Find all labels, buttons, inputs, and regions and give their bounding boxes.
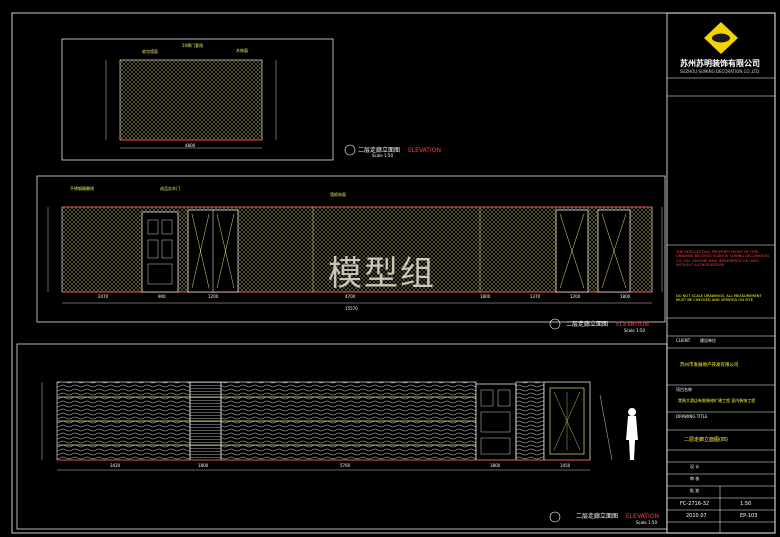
bottom-dim: 3420 — [110, 463, 121, 468]
top-dim-total: 4800 — [185, 143, 196, 148]
annotation-label: 10厚门套线 — [182, 43, 204, 48]
bottom-dim: 5760 — [340, 463, 351, 468]
scale-note: DO NOT SCALE DRAWINGS. ALL MEASUREMENT M… — [676, 294, 762, 303]
annotation-label: 不锈钢踢脚线 — [70, 186, 94, 191]
middle-dim: 1200 — [208, 294, 219, 299]
project-label: 项目名称 — [676, 387, 692, 392]
client-label: CLIENT — [676, 338, 691, 343]
top-view-scale: Scale 1:50 — [372, 153, 394, 158]
drawing-title-label: DRAWING TITLE — [676, 414, 708, 419]
company-name: 苏州苏明装饰有限公司 — [680, 59, 760, 68]
watermark: 模型组 — [328, 254, 436, 294]
design-label: 设 计 — [690, 464, 700, 469]
scale-value: 1:50 — [740, 501, 752, 507]
middle-dim: 1800 — [620, 294, 631, 299]
middle-dim: 4700 — [345, 294, 356, 299]
bottom-view-scale: Scale 1:50 — [636, 520, 658, 525]
annotation-label: 软包墙面 — [142, 49, 158, 54]
company-name-en: SUZHOU SUMING DECORATION CO.,LTD — [680, 69, 760, 74]
fc-number: FC-2716-32 — [680, 501, 710, 507]
middle-dim-total: 15570 — [345, 306, 358, 311]
middle-dim: 1800 — [480, 294, 491, 299]
project-value: 常熟大酒店有限装修扩建工程 室内装饰工程 — [678, 398, 756, 403]
drawing-title-value: 二层走廊立面图(四) — [684, 437, 728, 443]
middle-dim: 2470 — [98, 294, 109, 299]
client-cn: 建设单位 — [700, 338, 716, 343]
bottom-dim: 1800 — [198, 463, 209, 468]
annotation-label: 成品实木门 — [160, 186, 180, 191]
middle-view-scale: Scale 1:50 — [624, 328, 646, 333]
date-value: 2010.07 — [686, 513, 707, 519]
check-label: 审 核 — [690, 476, 700, 481]
drawing-number: EP-103 — [740, 513, 758, 519]
annotation-label: 墙纸饰面 — [330, 192, 346, 197]
approved-label: 批 准 — [690, 488, 700, 493]
bottom-dim: 1800 — [490, 463, 501, 468]
bottom-dim: 1450 — [560, 463, 571, 468]
middle-dim: 900 — [158, 294, 166, 299]
middle-dim: 1370 — [530, 294, 541, 299]
client-value: 苏州市发展地产开发有限公司 — [680, 363, 739, 368]
annotation-label: 木饰面 — [236, 48, 248, 53]
middle-dim: 1200 — [570, 294, 581, 299]
copyright-note: THE INTELLECTUAL PROPERTY RIGHT OF THIS … — [676, 250, 769, 268]
